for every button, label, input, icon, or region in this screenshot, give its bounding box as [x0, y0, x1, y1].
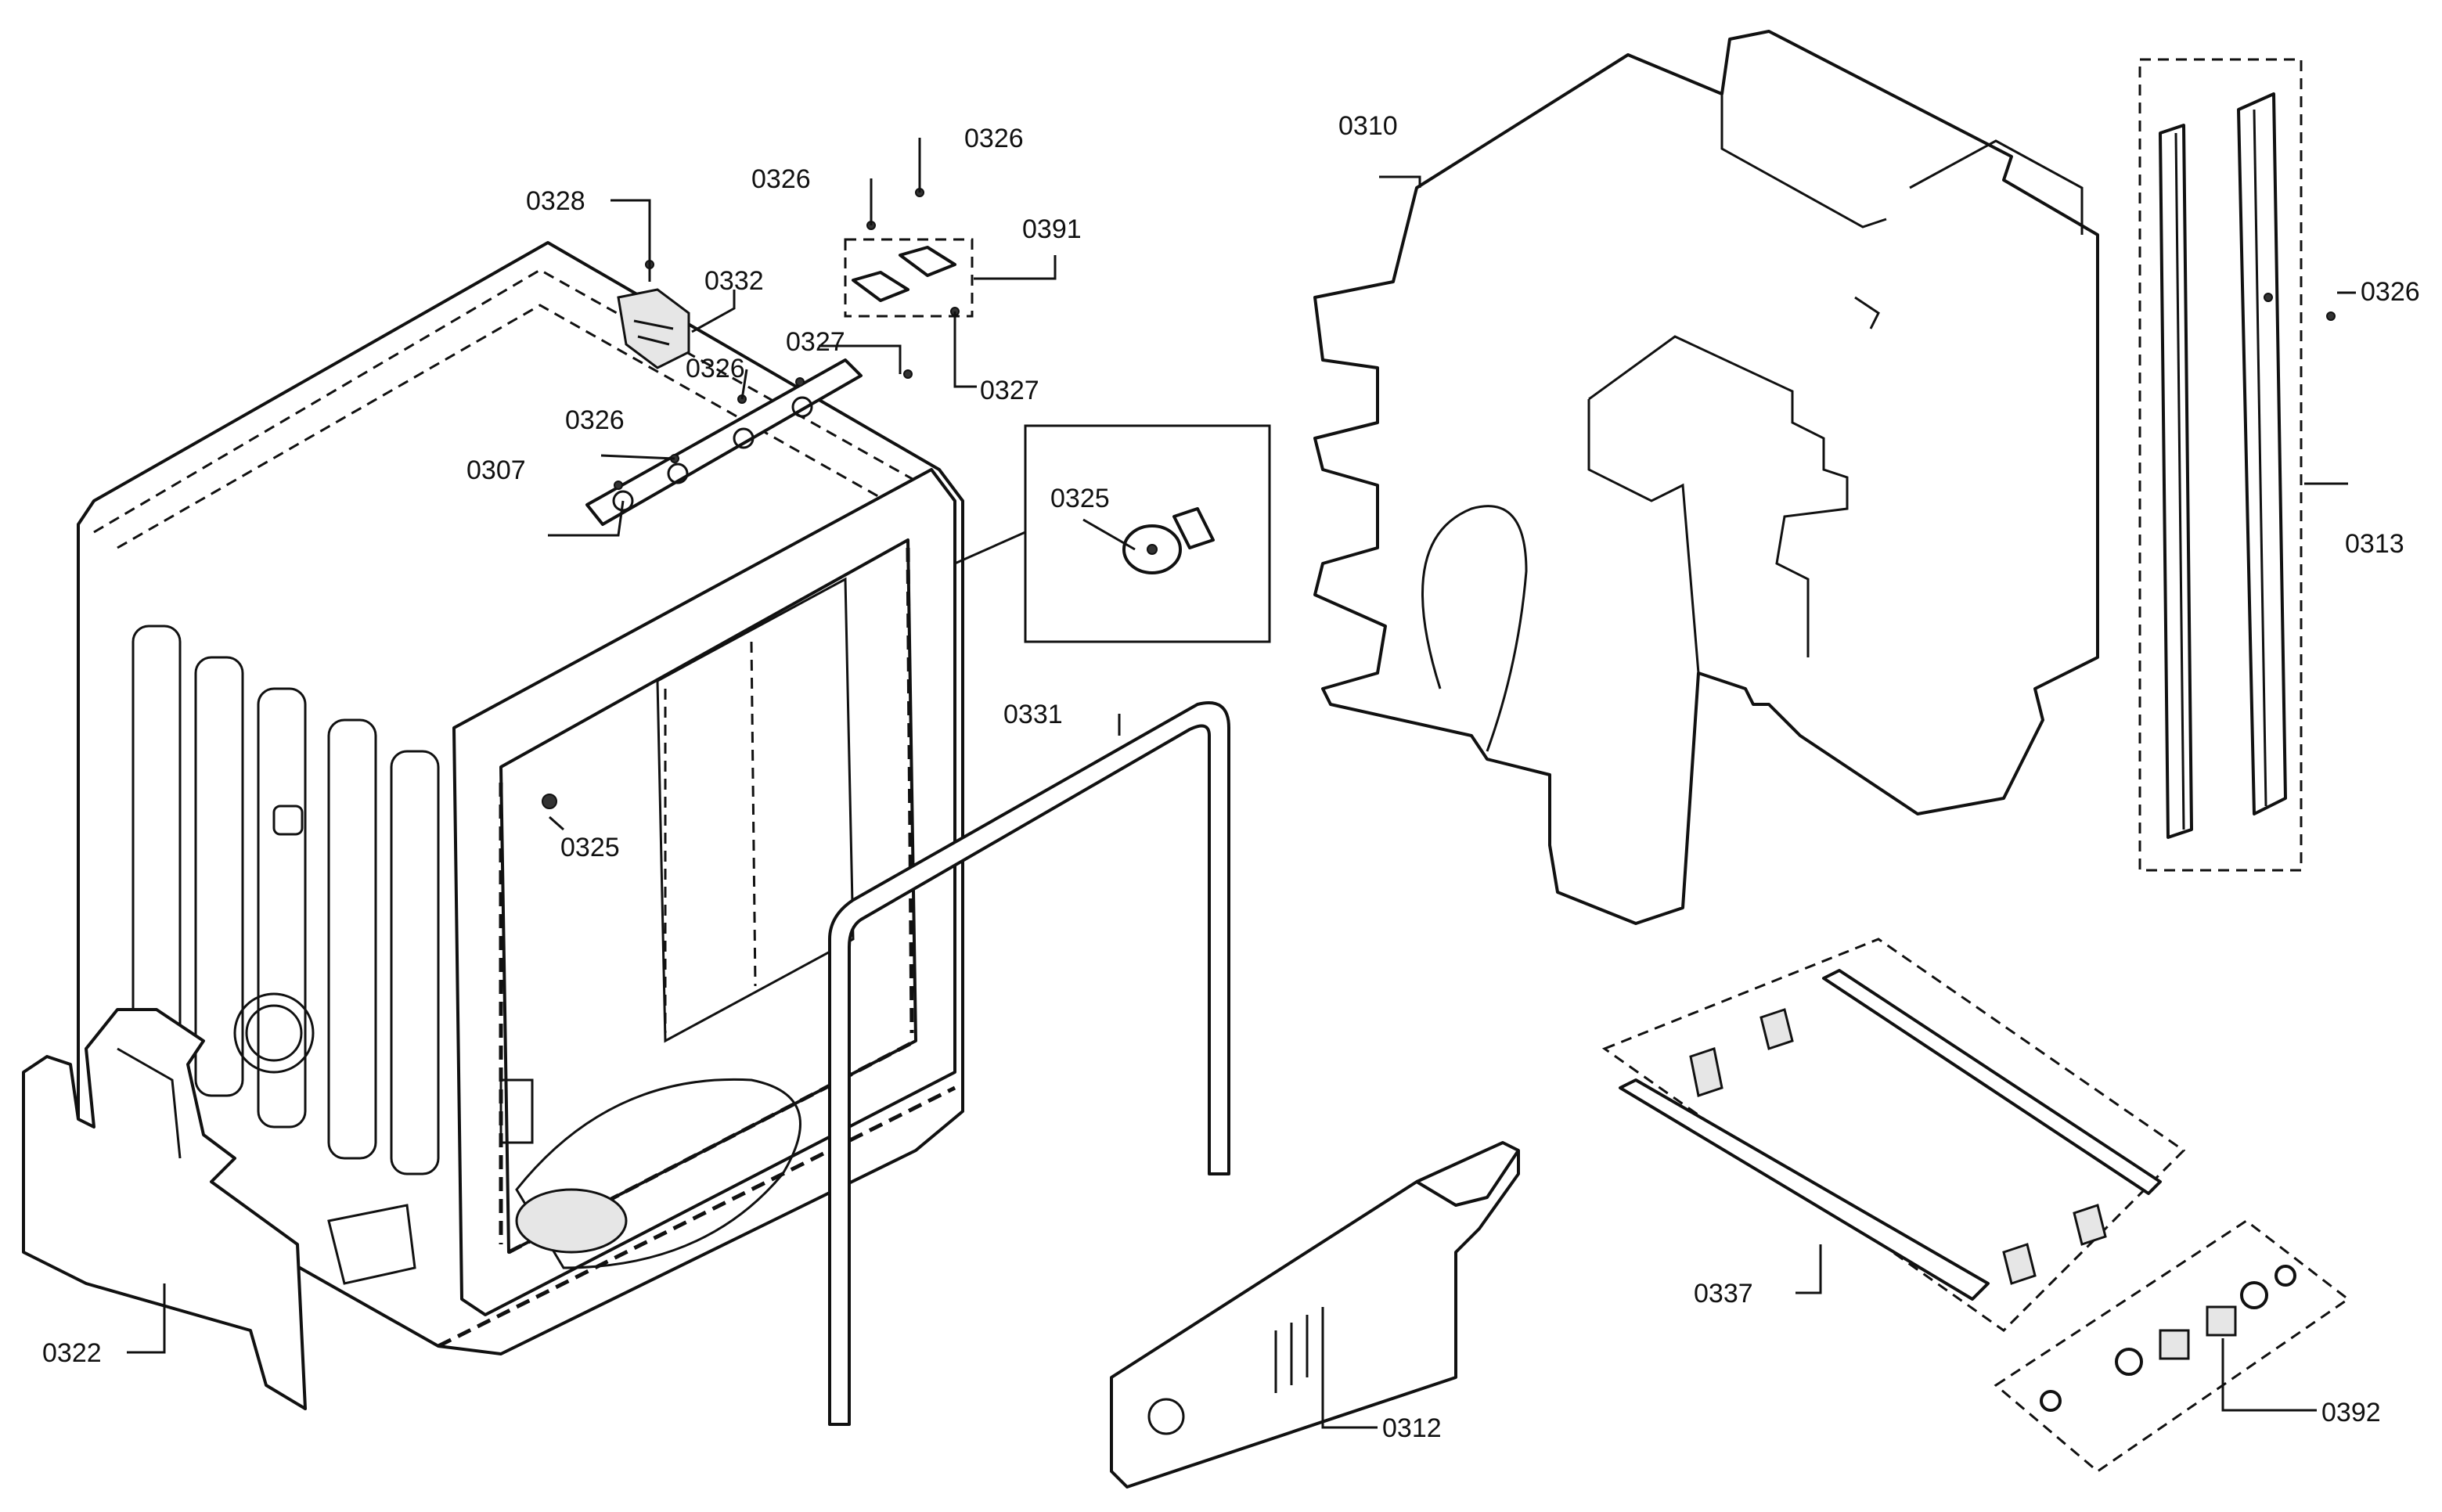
callout-0312: 0312	[1382, 1413, 1442, 1443]
callout-0307: 0307	[466, 455, 526, 485]
callout-0328: 0328	[526, 186, 585, 216]
side-strips-0313	[2138, 58, 2336, 872]
mounting-strip-0307	[585, 358, 863, 526]
leader-lines	[127, 138, 2356, 1429]
callout-0313: 0313	[2345, 529, 2404, 559]
callout-0392: 0392	[2321, 1398, 2381, 1427]
callout-0327-right: 0327	[980, 376, 1039, 405]
callout-0332: 0332	[704, 266, 764, 296]
callout-0325-tub: 0325	[560, 833, 620, 862]
front-panel-0312	[1110, 1141, 1520, 1489]
callout-0326-right: 0326	[2361, 277, 2420, 307]
callout-0327-left: 0327	[786, 327, 845, 357]
callout-0325-detail: 0325	[1050, 484, 1110, 513]
side-insulation-0322	[22, 1008, 307, 1410]
callout-0322: 0322	[42, 1338, 102, 1368]
hinge-bracket-0332	[617, 260, 690, 369]
callout-0326-mid-b: 0326	[565, 405, 625, 435]
brackets-0391	[844, 188, 974, 379]
rollers-kit-0392	[1994, 1219, 2350, 1473]
callout-0326-top-a: 0326	[751, 164, 811, 194]
callout-0331: 0331	[1003, 700, 1063, 729]
callout-0337: 0337	[1694, 1279, 1753, 1309]
rails-kit-0337	[1601, 938, 2186, 1332]
top-insulation-0310	[1313, 30, 2099, 925]
callout-0326-mid-a: 0326	[686, 354, 745, 383]
callout-0326-top-b: 0326	[964, 124, 1024, 153]
detail-box-0325	[954, 424, 1271, 643]
callout-0310: 0310	[1338, 111, 1398, 141]
door-seal-0331	[828, 701, 1230, 1426]
callout-0391: 0391	[1022, 214, 1082, 244]
callout-labels: 0310 0313 0326 0326 0326 0391 0328 0332 …	[42, 111, 2420, 1443]
